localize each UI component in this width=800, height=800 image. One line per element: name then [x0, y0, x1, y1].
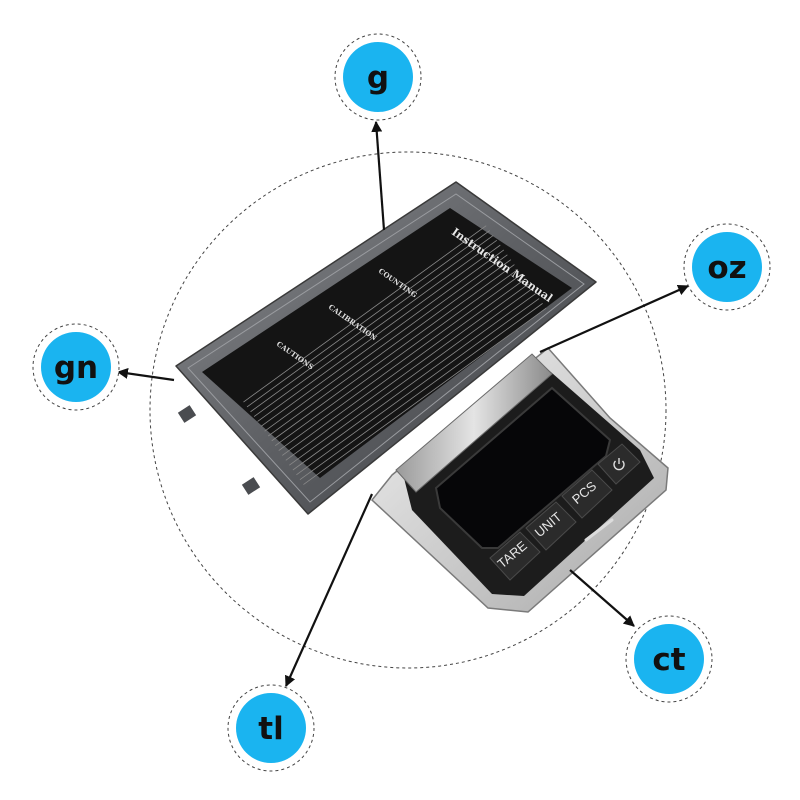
- unit-gn: gn: [54, 350, 98, 386]
- badge-tl: tl: [227, 684, 315, 772]
- unit-tl: tl: [258, 711, 283, 747]
- arrow-to-ct: [569, 569, 635, 627]
- side-slot: [584, 518, 614, 542]
- badge-gn-fill: [41, 332, 111, 402]
- badge-g-fill: [343, 42, 413, 112]
- badge-gn: gn: [32, 323, 120, 411]
- lid-hinge-bottom: [241, 477, 261, 495]
- arrow-to-tl: [284, 493, 374, 688]
- badge-ct: ct: [625, 615, 713, 703]
- orbit-circle: [149, 151, 667, 669]
- weighing-plate: [395, 353, 553, 493]
- badge-oz-fill: [692, 232, 762, 302]
- badge-g: g: [334, 33, 422, 121]
- arrow-to-gn: [116, 367, 175, 382]
- lid-hinge-top: [177, 405, 197, 423]
- arrow-to-g: [371, 120, 386, 231]
- badge-ct-fill: [634, 624, 704, 694]
- power-button[interactable]: [597, 443, 641, 485]
- unit-oz: oz: [707, 250, 746, 286]
- power-icon: [613, 458, 625, 471]
- arrow-to-oz: [539, 284, 690, 354]
- lcd-display: [434, 386, 612, 549]
- lid-inner-rim: [187, 193, 585, 503]
- scale-lid: Instruction Manual COUNTING CALIBRATION …: [175, 181, 597, 515]
- scale-body: TARE UNIT PCS: [370, 346, 669, 613]
- badge-oz: oz: [683, 223, 771, 311]
- unit-ct: ct: [652, 642, 685, 678]
- unit-g: g: [367, 60, 389, 96]
- arrows: [116, 120, 690, 688]
- badge-tl-fill: [236, 693, 306, 763]
- instruction-text-lines: [243, 225, 547, 485]
